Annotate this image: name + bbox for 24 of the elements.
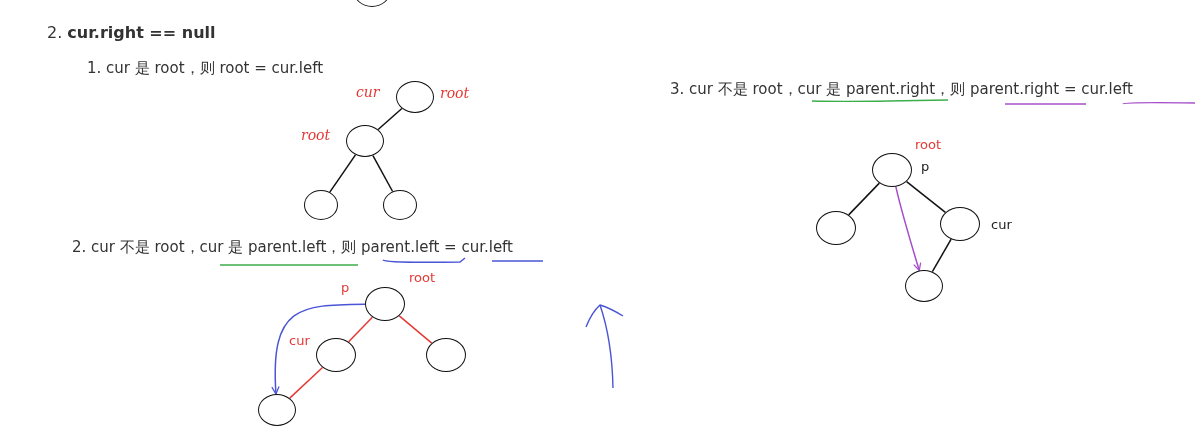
list-item-text: 2. cur 不是 root，cur 是 parent.left，则 parent.left = cur.left <box>72 238 513 256</box>
handwritten-label: root <box>301 126 331 144</box>
list-item-text: 1. cur 是 root，则 root = cur.left <box>87 59 324 77</box>
tree-edge-line <box>398 315 433 344</box>
tree-edge-line <box>347 316 374 343</box>
list-item-text: 3. cur 不是 root，cur 是 parent.right，则 parent.right = cur.left <box>670 80 1133 98</box>
curved-arrow <box>895 185 922 272</box>
node-label: root <box>915 136 942 154</box>
curved-arrow <box>271 303 366 395</box>
tree-edge-line <box>372 154 394 193</box>
tree-edge-line <box>329 154 357 193</box>
handwritten-label: root <box>440 84 470 102</box>
node-label: cur <box>991 216 1012 234</box>
tree-edge-line <box>847 182 881 216</box>
section-heading: 2. cur.right == null <box>47 24 216 42</box>
node-label: cur <box>289 332 310 350</box>
node-label: p <box>341 279 350 297</box>
node-label: p <box>921 158 930 176</box>
node-label: root <box>409 269 436 287</box>
handwritten-label: cur <box>356 83 380 101</box>
tree-edge-line <box>905 180 947 214</box>
tree-edge-line <box>931 238 952 273</box>
tree-edge-line <box>289 366 324 399</box>
tree-edge-line <box>377 107 403 131</box>
